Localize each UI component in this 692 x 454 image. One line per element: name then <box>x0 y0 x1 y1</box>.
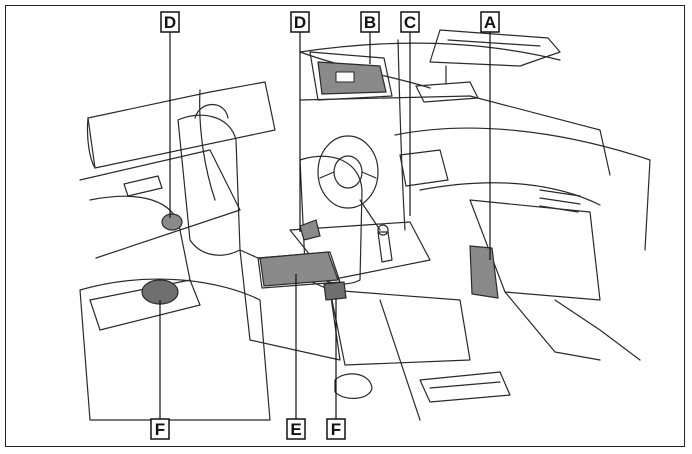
svg-text:D: D <box>164 13 176 32</box>
steering-column <box>359 199 381 231</box>
rear-door-panel <box>79 149 241 259</box>
svg-text:F: F <box>331 420 341 439</box>
highlights <box>141 61 499 305</box>
seat-lever <box>334 373 373 399</box>
floor-edge <box>554 299 641 361</box>
svg-text:C: C <box>404 13 416 32</box>
svg-text:A: A <box>484 13 496 32</box>
shift-lever <box>377 231 393 263</box>
callout-d-left: D <box>160 11 180 33</box>
passenger-seat-cushion <box>329 289 471 366</box>
steering-wheel <box>317 135 379 209</box>
dashboard-face <box>419 182 601 206</box>
bottle-holder-front-door <box>299 219 321 241</box>
b-pillar <box>199 89 216 201</box>
svg-text:E: E <box>290 420 301 439</box>
svg-text:D: D <box>294 13 306 32</box>
bottle-holder-rear-door <box>161 213 183 231</box>
floor-mat <box>419 371 511 403</box>
door-handle <box>123 175 163 197</box>
driver-floor <box>379 299 421 421</box>
callout-labels: D D B C A F E <box>150 11 500 440</box>
rear-seat-cushion <box>79 278 271 421</box>
rear-window <box>87 81 276 169</box>
callout-f-right: F <box>326 418 346 440</box>
a-pillar <box>397 39 406 231</box>
center-display <box>399 149 449 187</box>
callout-f-left: F <box>150 418 170 440</box>
rear-seat-back <box>89 195 191 281</box>
callout-a: A <box>480 11 500 33</box>
driver-headrest <box>194 103 229 119</box>
cup-holder-front-highlight <box>323 281 347 301</box>
console-box-highlight <box>259 251 339 287</box>
callout-e: E <box>286 418 306 440</box>
sun-visor-left <box>309 51 393 101</box>
roof-line <box>299 42 561 61</box>
glove-box-highlight <box>469 245 499 299</box>
leader-lines <box>159 28 491 422</box>
svg-text:F: F <box>155 420 165 439</box>
dashboard-top <box>394 127 651 251</box>
rearview-mirror <box>415 81 479 103</box>
vanity-mirror-inner <box>335 71 355 83</box>
sun-visor-right <box>429 29 561 67</box>
driver-seat-back <box>177 114 241 256</box>
svg-text:B: B <box>364 13 376 32</box>
callout-c: C <box>400 11 420 33</box>
windshield <box>299 95 611 176</box>
callout-b: B <box>360 11 380 33</box>
callout-d-mid: D <box>290 11 310 33</box>
